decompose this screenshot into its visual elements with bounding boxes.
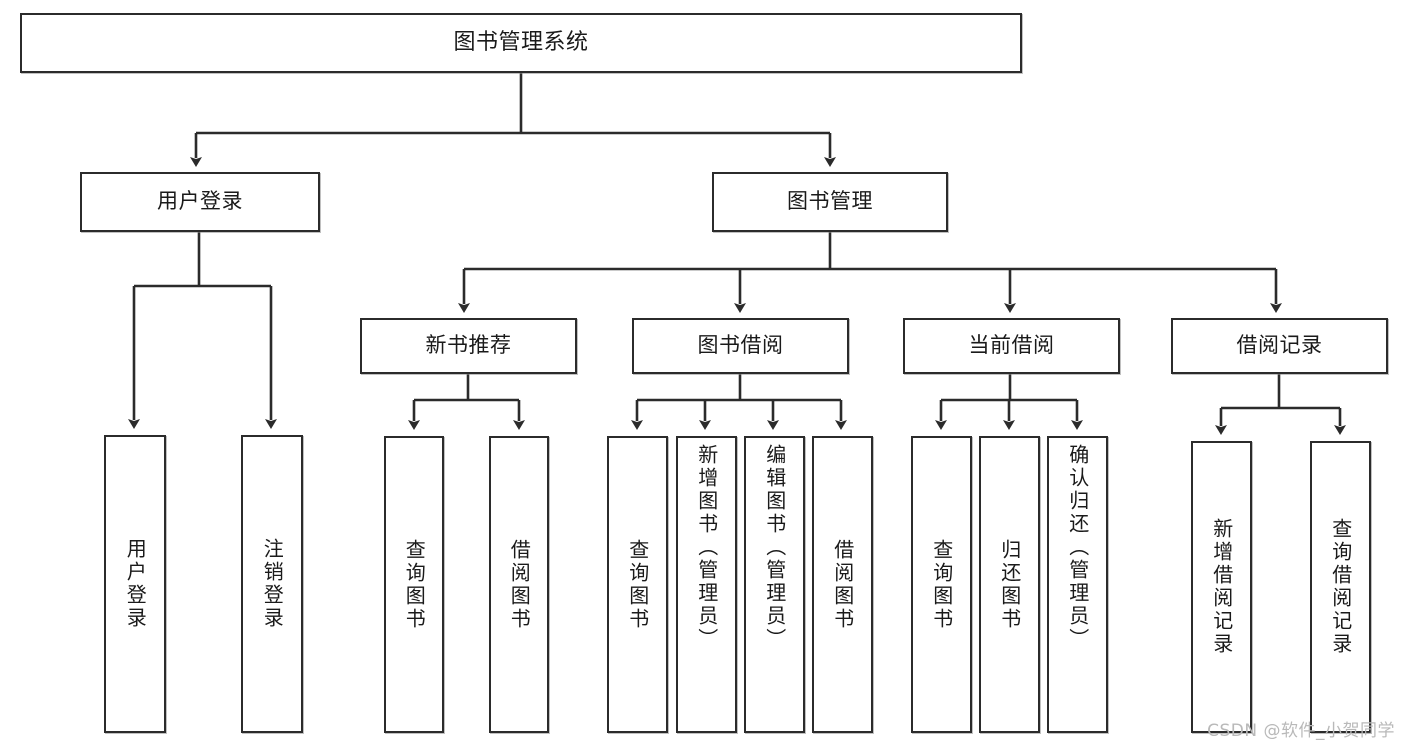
node-label: 新书推荐 [425, 333, 512, 358]
node-leaf-logout[interactable]: 注销登录 [241, 435, 303, 733]
node-label: 图书借阅 [697, 333, 784, 358]
node-leaf-query-book-recommend[interactable]: 查询图书 [384, 436, 444, 733]
node-leaf-return-book[interactable]: 归还图书 [979, 436, 1040, 733]
node-user-login[interactable]: 用户登录 [80, 172, 320, 232]
node-label: 查询图书 [625, 538, 650, 631]
node-label: 图书管理系统 [453, 29, 589, 55]
watermark-text: CSDN @软件_小贺同学 [1207, 721, 1395, 741]
node-leaf-add-book-admin[interactable]: 新增图书（管理员） [676, 436, 737, 733]
node-borrow-record[interactable]: 借阅记录 [1171, 318, 1388, 374]
node-book-management-system[interactable]: 图书管理系统 [20, 13, 1022, 73]
node-leaf-query-book-borrow[interactable]: 查询图书 [607, 436, 668, 733]
node-leaf-confirm-return-admin[interactable]: 确认归还（管理员） [1047, 436, 1108, 733]
node-label: 图书管理 [787, 189, 873, 214]
node-leaf-borrow-book-recommend[interactable]: 借阅图书 [489, 436, 549, 733]
node-leaf-query-borrow-record[interactable]: 查询借阅记录 [1310, 441, 1371, 733]
node-label: 查询借阅记录 [1328, 518, 1353, 656]
node-label: 归还图书 [997, 538, 1022, 631]
node-label: 用户登录 [123, 538, 148, 630]
node-label: 借阅图书 [507, 538, 532, 631]
node-label: 编辑图书（管理员） [762, 444, 787, 651]
node-label: 确认归还（管理员） [1065, 444, 1090, 651]
node-leaf-query-book-current[interactable]: 查询图书 [911, 436, 972, 733]
node-book-management[interactable]: 图书管理 [712, 172, 948, 232]
node-leaf-add-borrow-record[interactable]: 新增借阅记录 [1191, 441, 1252, 733]
node-label: 新增借阅记录 [1209, 518, 1234, 656]
node-label: 借阅记录 [1236, 333, 1323, 358]
node-label: 新增图书（管理员） [694, 444, 719, 651]
node-leaf-edit-book-admin[interactable]: 编辑图书（管理员） [744, 436, 805, 733]
node-label: 注销登录 [260, 538, 285, 630]
node-leaf-user-login[interactable]: 用户登录 [104, 435, 166, 733]
node-label: 借阅图书 [830, 538, 855, 631]
node-label: 当前借阅 [968, 333, 1055, 358]
node-label: 查询图书 [402, 538, 427, 631]
node-new-book-recommend[interactable]: 新书推荐 [360, 318, 577, 374]
node-label: 用户登录 [157, 189, 243, 214]
node-leaf-borrow-book[interactable]: 借阅图书 [812, 436, 873, 733]
node-book-borrow[interactable]: 图书借阅 [632, 318, 849, 374]
node-current-borrow[interactable]: 当前借阅 [903, 318, 1120, 374]
node-label: 查询图书 [929, 538, 954, 631]
